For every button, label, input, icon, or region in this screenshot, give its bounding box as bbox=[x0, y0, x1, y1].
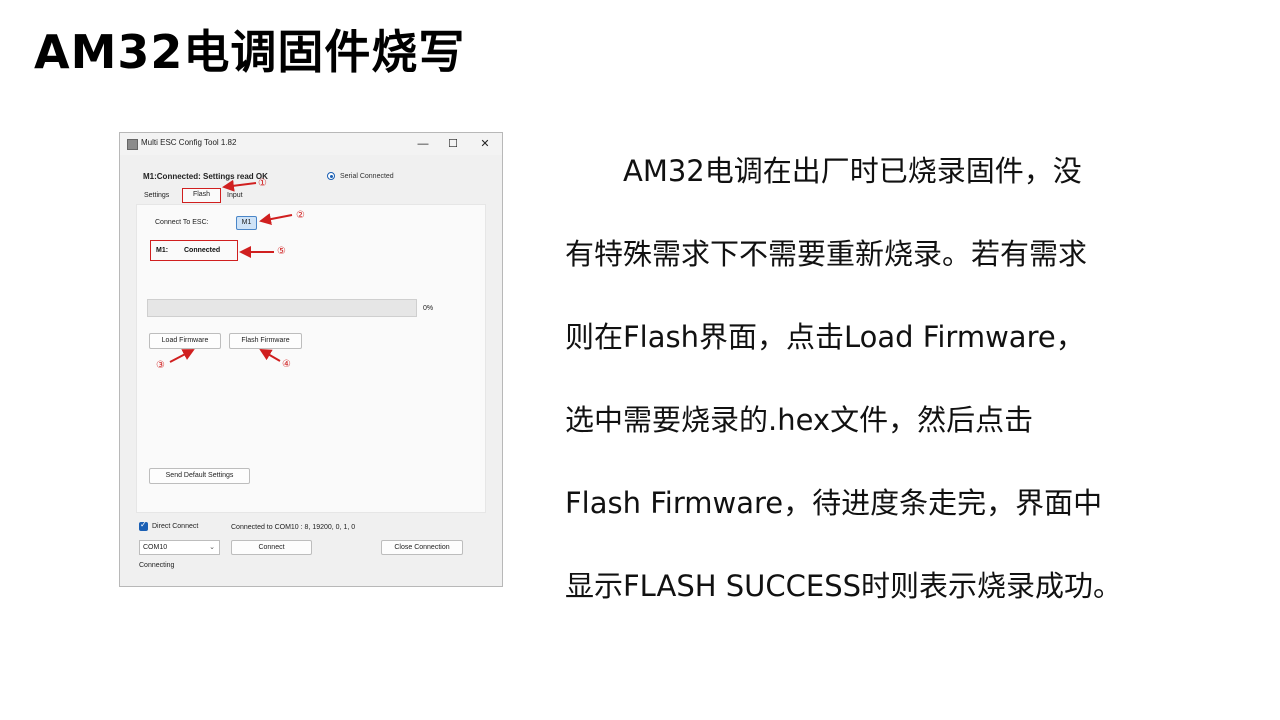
direct-connect-label: Direct Connect bbox=[152, 523, 199, 530]
connect-to-esc-label: Connect To ESC: bbox=[155, 219, 209, 226]
tab-flash[interactable]: Flash bbox=[182, 188, 221, 203]
app-icon bbox=[127, 139, 138, 150]
instruction-line: Flash Firmware，待进度条走完，界面中 bbox=[565, 486, 1103, 520]
instruction-line: 有特殊需求下不需要重新烧录。若有需求 bbox=[565, 237, 1088, 271]
tab-input[interactable]: Input bbox=[227, 192, 243, 199]
progress-percent: 0% bbox=[423, 305, 434, 312]
window-title: Multi ESC Config Tool 1.82 bbox=[141, 138, 237, 147]
connection-info: Connected to COM10 : 8, 19200, 0, 1, 0 bbox=[231, 524, 356, 531]
flash-progress-bar bbox=[147, 299, 417, 317]
direct-connect-checkbox[interactable] bbox=[139, 520, 148, 531]
connection-status-text: M1:Connected: Settings read OK bbox=[143, 172, 268, 181]
maximize-button[interactable]: ☐ bbox=[448, 138, 458, 150]
marker-1: ① bbox=[258, 178, 267, 189]
marker-2: ② bbox=[296, 210, 305, 221]
port-select-value: COM10 bbox=[143, 544, 168, 551]
close-connection-button[interactable]: Close Connection bbox=[381, 540, 463, 555]
bottom-status-text: Connecting bbox=[139, 562, 175, 569]
flash-firmware-button[interactable]: Flash Firmware bbox=[229, 333, 302, 349]
tab-settings[interactable]: Settings bbox=[144, 192, 170, 199]
connect-button[interactable]: Connect bbox=[231, 540, 312, 555]
slide-title: AM32电调固件烧写 bbox=[34, 25, 466, 79]
instructions-text: AM32电调在出厂时已烧录固件，没 有特殊需求下不需要重新烧录。若有需求 则在F… bbox=[565, 130, 1215, 628]
esc-status-label: M1: bbox=[156, 247, 169, 254]
instruction-line: 选中需要烧录的.hex文件，然后点击 bbox=[565, 403, 1034, 437]
esc-m1-button[interactable]: M1 bbox=[236, 216, 257, 230]
config-tool-window: Multi ESC Config Tool 1.82 — ☐ ✕ M1:Conn… bbox=[119, 132, 503, 587]
instruction-line: AM32电调在出厂时已烧录固件，没 bbox=[565, 154, 1082, 188]
minimize-button[interactable]: — bbox=[417, 138, 429, 150]
chevron-down-icon: ⌄ bbox=[209, 544, 215, 551]
esc-status-box: M1: Connected bbox=[150, 240, 238, 261]
marker-3: ③ bbox=[156, 360, 165, 371]
serial-connected-radio[interactable] bbox=[327, 172, 335, 180]
load-firmware-button[interactable]: Load Firmware bbox=[149, 333, 221, 349]
close-window-button[interactable]: ✕ bbox=[480, 138, 490, 150]
marker-5: ⑤ bbox=[277, 246, 286, 257]
serial-connected-label: Serial Connected bbox=[340, 173, 394, 180]
port-select[interactable]: COM10 ⌄ bbox=[139, 540, 220, 555]
instruction-line: 显示FLASH SUCCESS时则表示烧录成功。 bbox=[565, 569, 1123, 603]
esc-status-value: Connected bbox=[184, 247, 221, 254]
title-bar[interactable]: Multi ESC Config Tool 1.82 — ☐ ✕ bbox=[120, 133, 502, 155]
instruction-line: 则在Flash界面，点击Load Firmware， bbox=[565, 320, 1085, 354]
send-default-settings-button[interactable]: Send Default Settings bbox=[149, 468, 250, 484]
marker-4: ④ bbox=[282, 359, 291, 370]
